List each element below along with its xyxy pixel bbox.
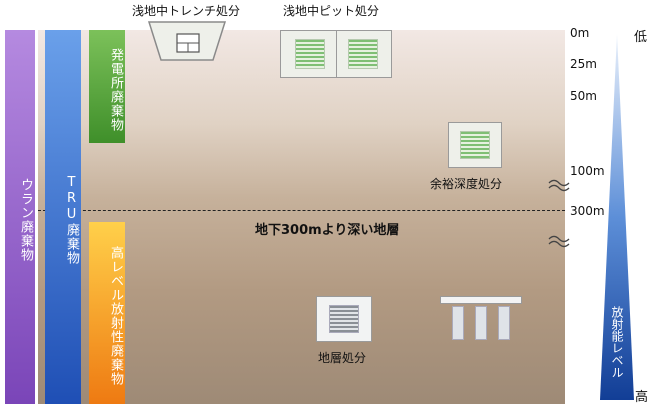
bar-power-plant-waste: 発電所廃棄物 (89, 30, 125, 143)
depth-300m-line (38, 210, 565, 211)
depth-100m: 100m (570, 164, 605, 178)
pit-vent-right (348, 39, 378, 69)
tilde-break-icon (548, 235, 570, 248)
depth-300m: 300m (570, 204, 605, 218)
tilde-break-icon (548, 179, 570, 192)
bar-uranium-waste: ウラン廃棄物 (5, 30, 35, 404)
bar-uranium-label: ウラン廃棄物 (18, 178, 33, 262)
radiation-high-label: 高 (635, 390, 649, 405)
tunnel-1 (452, 306, 464, 340)
radiation-low-label: 低 (634, 30, 648, 45)
geological-tunnel-structure (440, 296, 522, 346)
intermediate-facility (448, 122, 502, 168)
radiation-level-label: 放射能レベル (610, 306, 624, 378)
radiation-level-wedge (600, 34, 634, 400)
bar-tru-label: TRU廃棄物 (64, 175, 79, 265)
bar-high-level-label: 高レベル放射性廃棄物 (108, 246, 123, 386)
depth-50m: 50m (570, 89, 597, 103)
trench-label: 浅地中トレンチ処分 (132, 4, 241, 18)
intermediate-vent (460, 131, 490, 159)
geological-label: 地層処分 (318, 351, 367, 365)
deep-layer-label: 地下300mより深い地層 (255, 223, 400, 238)
pit-vent-left (295, 39, 325, 69)
pit-label: 浅地中ピット処分 (283, 4, 380, 18)
bar-high-level-waste: 高レベル放射性廃棄物 (89, 222, 125, 404)
trench-facility (147, 21, 227, 61)
pit-facility (280, 30, 392, 78)
tunnel-3 (498, 306, 510, 340)
depth-0m: 0m (570, 26, 590, 40)
underground-area (38, 30, 565, 404)
geological-vent (329, 305, 359, 333)
depth-25m: 25m (570, 57, 597, 71)
geological-facility (316, 296, 372, 342)
bar-power-plant-label: 発電所廃棄物 (108, 47, 123, 132)
intermediate-label: 余裕深度処分 (430, 177, 503, 191)
bar-tru-waste: TRU廃棄物 (45, 30, 81, 404)
tunnel-2 (475, 306, 487, 340)
